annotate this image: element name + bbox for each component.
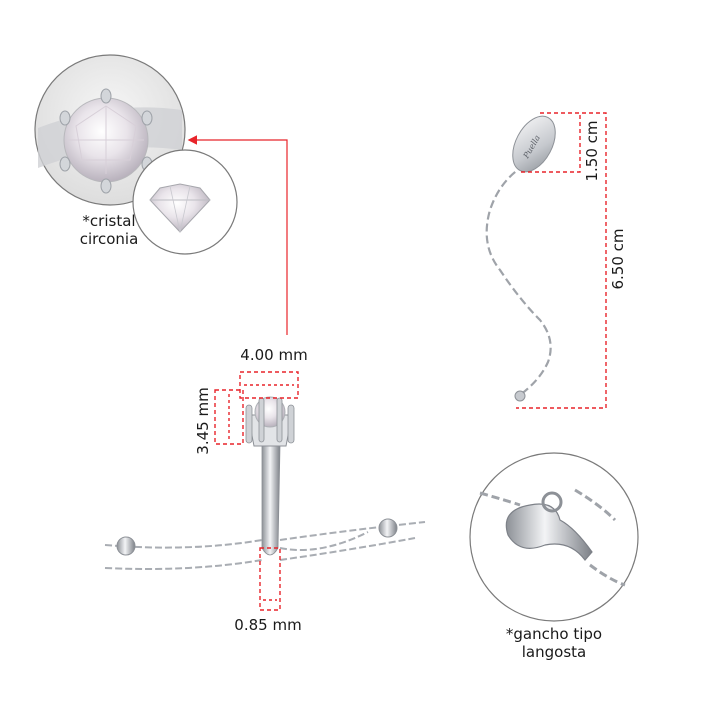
loose-crystal-circle (132, 149, 238, 255)
crystal-caption-line2: circonia (79, 230, 139, 248)
stone-width-label: 4.00 mm (240, 346, 308, 364)
extender-illustration: Puella (485, 115, 556, 402)
crystal-caption: *cristal circonia (54, 212, 164, 248)
clasp-closeup-circle (469, 452, 639, 622)
ring-illustration (245, 396, 295, 556)
bracelet-chains (104, 521, 426, 570)
band-width-label: 0.85 mm (234, 616, 302, 634)
crystal-pointer-line (187, 135, 288, 335)
bracelet-beads (116, 518, 398, 556)
ring-stone-icon (59, 88, 153, 194)
stone-height-label: 3.45 mm (194, 387, 212, 455)
crystal-closeup-circle (34, 54, 186, 206)
diamond-icon (149, 183, 211, 233)
clasp-caption: *gancho tipo langosta (494, 625, 614, 661)
crystal-caption-line1: *cristal (82, 212, 136, 230)
clasp-caption-line2: langosta (521, 643, 587, 661)
clasp-caption-line1: *gancho tipo (505, 625, 603, 643)
ring-dimension-lines (214, 371, 299, 611)
lobster-clasp-icon (505, 491, 593, 561)
extender-length-label: 6.50 cm (609, 228, 627, 290)
charm-length-label: 1.50 cm (583, 120, 601, 182)
extender-dimension-lines (516, 112, 607, 409)
